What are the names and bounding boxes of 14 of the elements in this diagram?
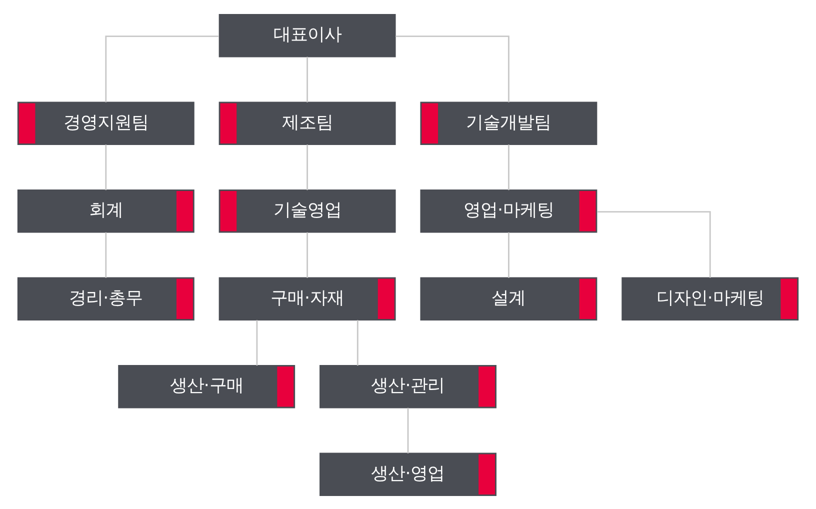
connector [597, 210, 711, 278]
connector [105, 35, 219, 102]
connector [306, 144, 308, 190]
connector [105, 232, 107, 278]
connector [508, 232, 510, 278]
connector [356, 320, 358, 366]
connector [306, 232, 308, 278]
connector [306, 56, 308, 102]
connector [105, 144, 107, 190]
connector [508, 144, 510, 190]
connector [407, 407, 409, 453]
connector [256, 320, 258, 366]
node-box: 대표이사 [218, 14, 396, 57]
connector [396, 35, 510, 102]
